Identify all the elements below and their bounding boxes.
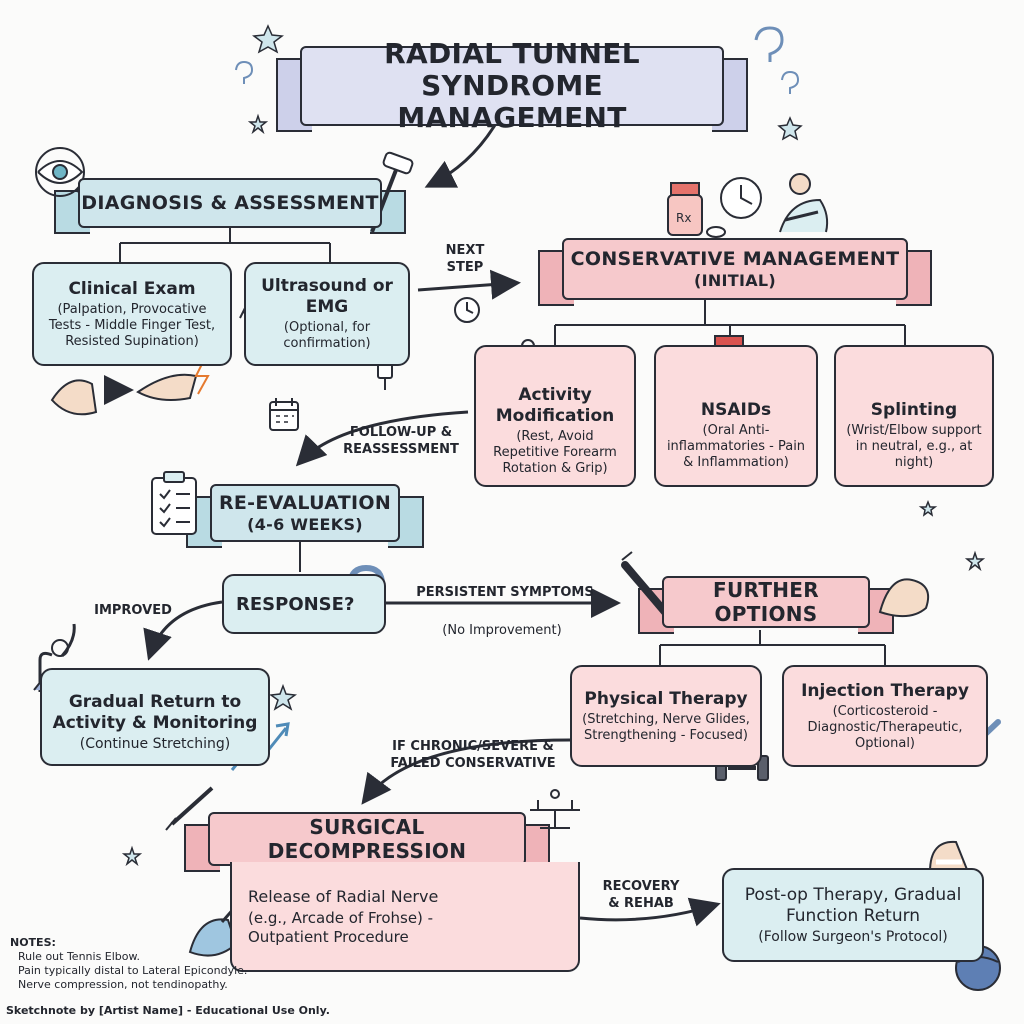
svg-text:Rx: Rx (676, 211, 691, 225)
splinting-title: Splinting (870, 399, 958, 420)
injection-therapy-box: Injection Therapy (Corticosteroid - Diag… (782, 665, 988, 767)
postop-detail: (Follow Surgeon's Protocol) (758, 929, 948, 945)
activity-modification-box: Activity Modification (Rest, Avoid Repet… (474, 345, 636, 487)
notes-line3: Nerve compression, not tendinopathy. (18, 978, 228, 991)
nerve-release-detail: (e.g., Arcade of Frohse) - Outpatient Pr… (248, 908, 434, 946)
postop-therapy-box: Post-op Therapy, Gradual Function Return… (722, 868, 984, 962)
conservative-title-line2: (INITIAL) (693, 270, 777, 290)
conservative-banner: CONSERVATIVE MANAGEMENT (INITIAL) (538, 238, 932, 306)
pill-bottle-icon: Rx (667, 182, 726, 238)
activity-title: Activity Modification (495, 385, 615, 426)
question-mark-deco (235, 60, 254, 84)
notes-line1: Rule out Tennis Elbow. (18, 950, 140, 963)
physical-therapy-detail: (Stretching, Nerve Glides, Strengthening… (582, 711, 750, 743)
recovery-label: RECOVERY & REHAB (602, 879, 680, 911)
nerve-release-box: Release of Radial Nerve (e.g., Arcade of… (230, 862, 580, 972)
improved-label: IMPROVED (94, 603, 172, 618)
question-mark-deco (754, 26, 784, 62)
no-improvement-label: (No Improvement) (442, 623, 562, 638)
star-icon (918, 499, 938, 517)
reevaluation-banner: RE-EVALUATION (4-6 WEEKS) (186, 484, 424, 548)
star-icon (121, 845, 143, 867)
follow-up-label: FOLLOW-UP & REASSESSMENT (343, 425, 459, 457)
chronic-label: IF CHRONIC/SEVERE & FAILED CONSERVATIVE (390, 739, 556, 771)
credit-line: Sketchnote by [Artist Name] - Educationa… (6, 1004, 330, 1017)
ultrasound-box: Ultrasound or EMG (Optional, for confirm… (244, 262, 410, 366)
further-options-title: FURTHER OPTIONS (713, 578, 819, 626)
flexed-arm-icon (878, 578, 930, 618)
notes-heading: NOTES: (10, 936, 56, 949)
physical-therapy-box: Physical Therapy (Stretching, Nerve Glid… (570, 665, 762, 767)
nsaids-title: NSAIDs (700, 399, 772, 420)
diagnosis-title: DIAGNOSIS & ASSESSMENT (81, 192, 379, 214)
calendar-icon (269, 398, 299, 431)
next-step-label: NEXT STEP (445, 243, 485, 275)
reevaluation-line1: RE-EVALUATION (218, 491, 392, 514)
star-icon (964, 550, 986, 572)
injection-therapy-title: Injection Therapy (801, 680, 969, 701)
reevaluation-line2: (4-6 WEEKS) (247, 514, 363, 534)
response-title: RESPONSE? (236, 593, 355, 615)
further-options-banner: FURTHER OPTIONS (638, 576, 894, 634)
physical-therapy-title: Physical Therapy (584, 688, 748, 709)
clinical-exam-title: Clinical Exam (68, 278, 196, 299)
star-icon (777, 116, 803, 141)
persistent-label: PERSISTENT SYMPTOMS (416, 585, 594, 600)
gradual-return-detail: (Continue Stretching) (79, 736, 231, 752)
surgical-title: SURGICAL DECOMPRESSION (267, 815, 467, 863)
ultrasound-detail: (Optional, for confirmation) (283, 320, 371, 351)
splinting-detail: (Wrist/Elbow support in neutral, e.g., a… (846, 422, 982, 470)
page-title-line1: RADIAL TUNNEL SYNDROME (384, 37, 640, 102)
gradual-return-box: Gradual Return to Activity & Monitoring … (40, 668, 270, 766)
clinical-exam-detail: (Palpation, Provocative Tests - Middle F… (48, 301, 216, 349)
scalpel-icon (165, 786, 214, 831)
nsaids-box: NSAIDs (Oral Anti-inflammatories - Pain … (654, 345, 818, 487)
clipboard-icon (151, 471, 197, 535)
nsaids-detail: (Oral Anti-inflammatories - Pain & Infla… (666, 422, 806, 470)
diagnosis-banner: DIAGNOSIS & ASSESSMENT (54, 178, 406, 234)
activity-detail: (Rest, Avoid Repetitive Forearm Rotation… (493, 429, 617, 476)
notes-block: NOTES: Rule out Tennis Elbow. Pain typic… (10, 936, 280, 992)
surgical-banner: SURGICAL DECOMPRESSION (184, 812, 550, 872)
arm-sling-icon (779, 173, 829, 233)
clock-icon (720, 177, 762, 219)
ultrasound-title: Ultrasound or EMG (261, 276, 393, 317)
star-icon (247, 113, 269, 135)
clinical-exam-box: Clinical Exam (Palpation, Provocative Te… (32, 262, 232, 366)
star-icon (268, 683, 298, 711)
page-title-line2: MANAGEMENT (397, 101, 627, 134)
response-box: RESPONSE? (222, 574, 386, 634)
injection-therapy-detail: (Corticosteroid - Diagnostic/Therapeutic… (807, 703, 963, 751)
nerve-release-title: Release of Radial Nerve (248, 886, 439, 906)
question-mark-deco (781, 70, 800, 94)
star-icon (252, 24, 284, 54)
title-banner: RADIAL TUNNEL SYNDROME MANAGEMENT (276, 38, 748, 134)
timer-icon (454, 297, 480, 323)
notes-line2: Pain typically distal to Lateral Epicond… (18, 964, 248, 977)
hands-exam-icon (50, 359, 210, 416)
gradual-return-title: Gradual Return to Activity & Monitoring (52, 692, 258, 733)
splinting-box: Splinting (Wrist/Elbow support in neutra… (834, 345, 994, 487)
postop-title: Post-op Therapy, Gradual Function Return (744, 885, 962, 926)
conservative-title-line1: CONSERVATIVE MANAGEMENT (570, 247, 900, 270)
operating-table-icon (530, 789, 580, 829)
